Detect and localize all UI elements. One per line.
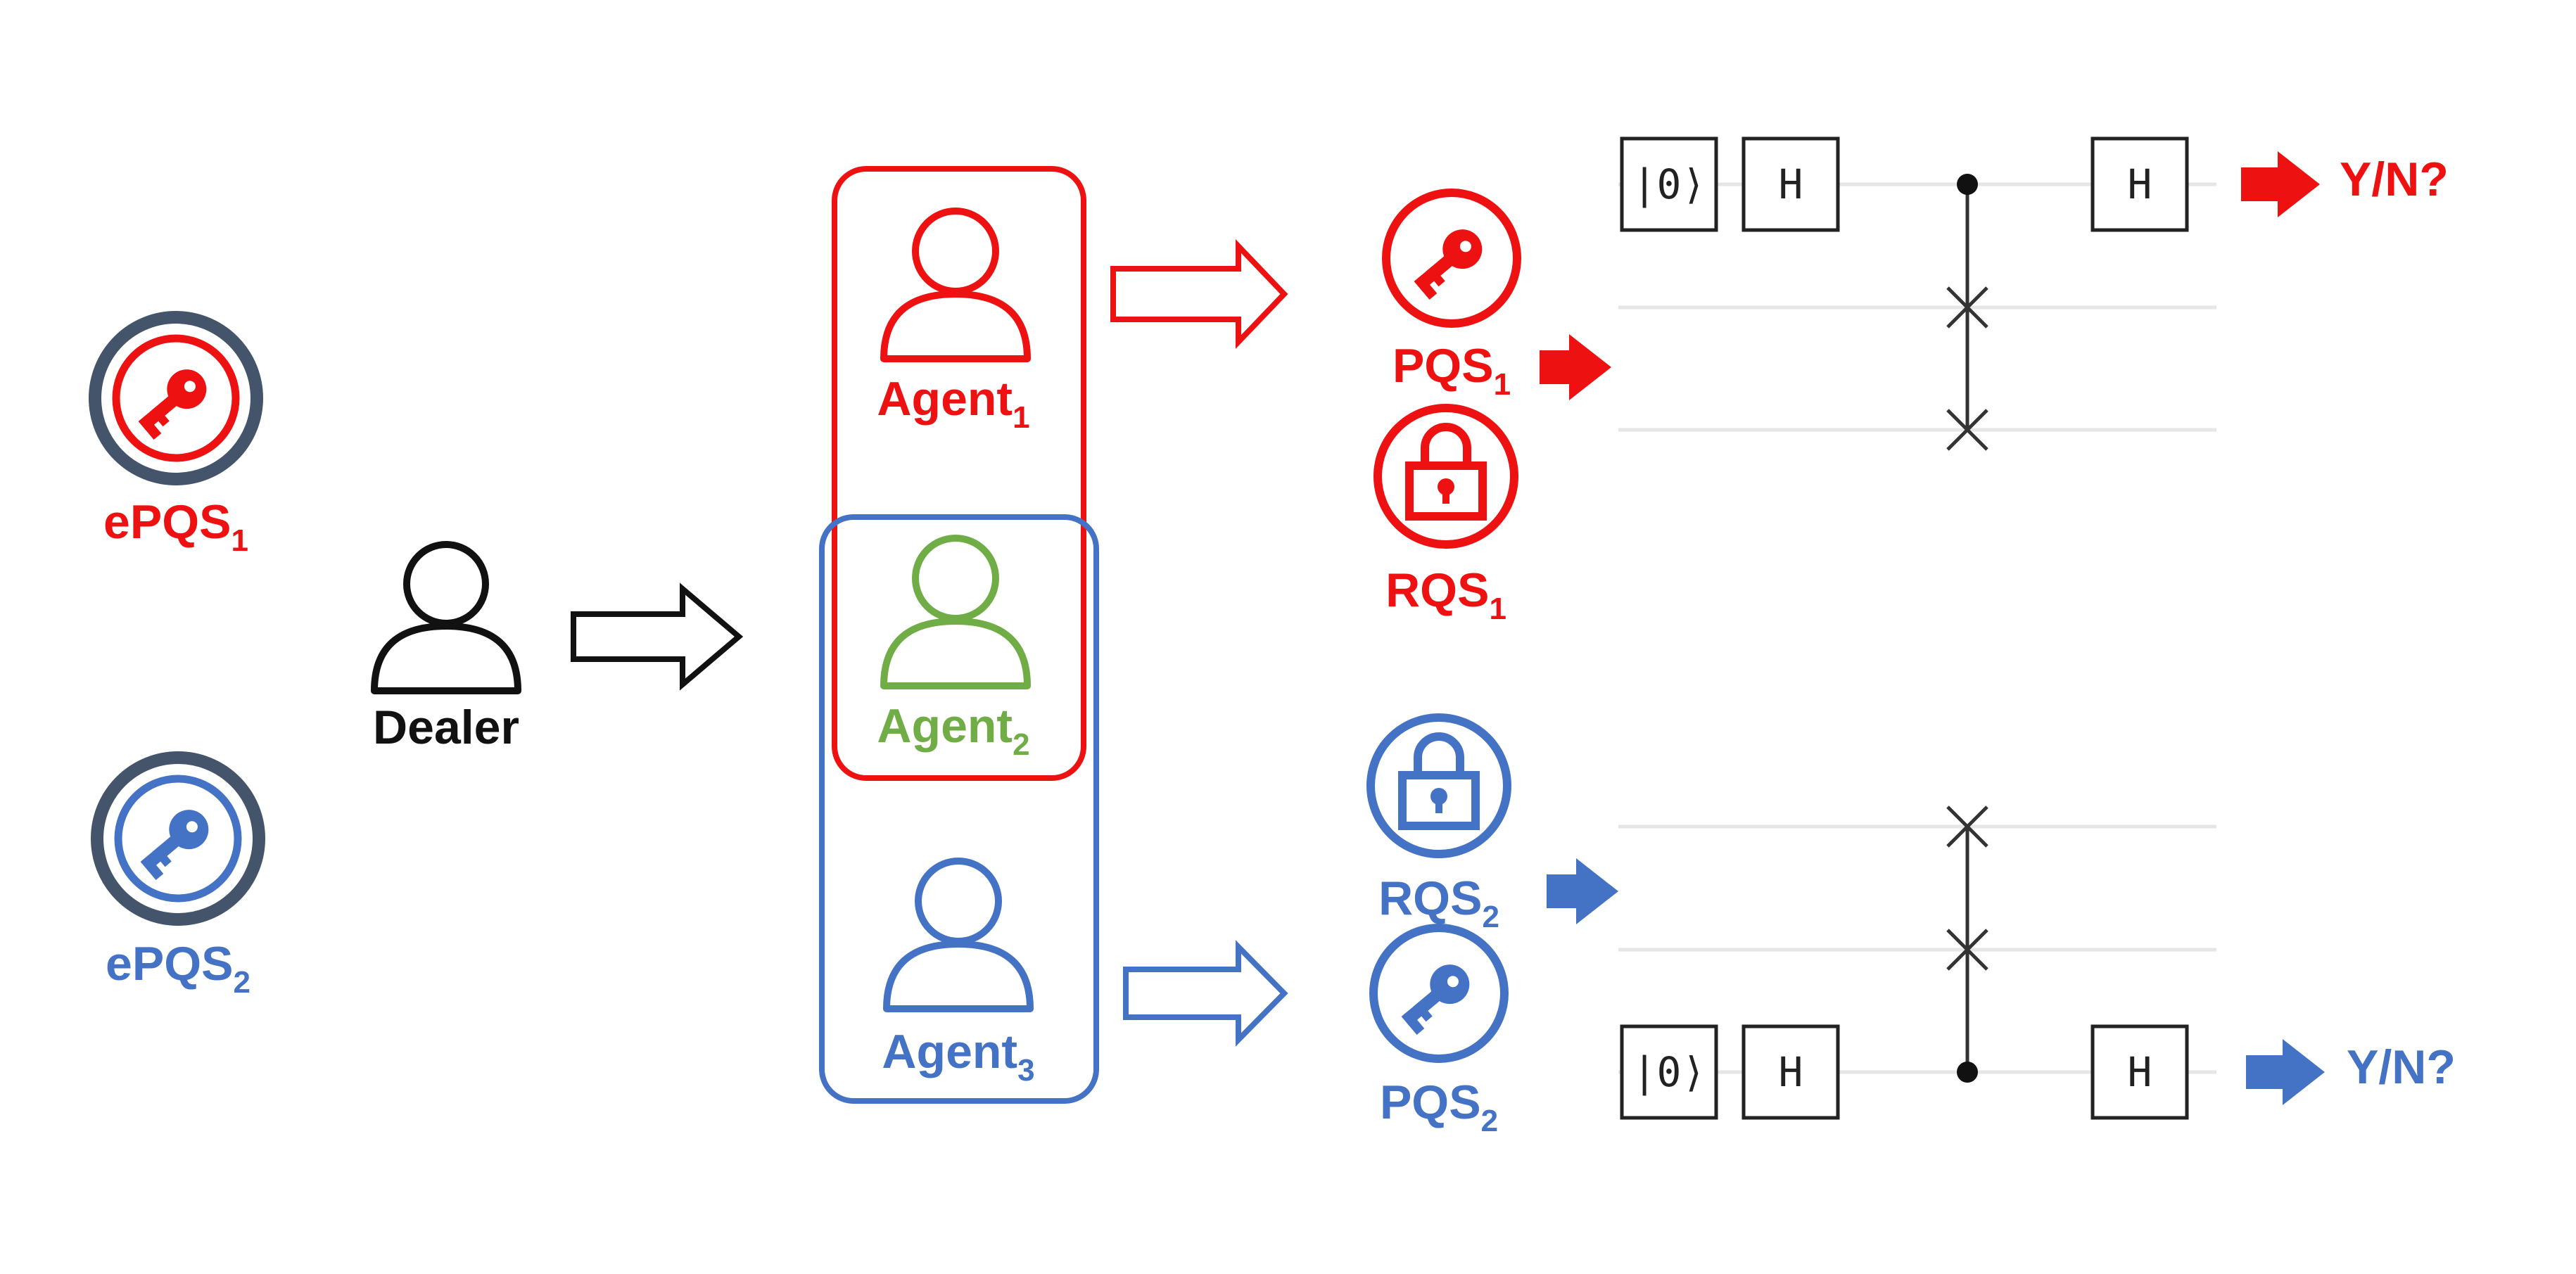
bottom-hadamard-gate-2 bbox=[2090, 1024, 2189, 1120]
dealer-label: Dealer bbox=[373, 701, 519, 754]
key-icon bbox=[140, 810, 209, 881]
svg-text:|0⟩: |0⟩ bbox=[1632, 160, 1706, 208]
rqs1-token bbox=[1373, 404, 1518, 549]
key-icon bbox=[1414, 229, 1483, 300]
epqs2-token bbox=[91, 751, 265, 926]
lock-icon bbox=[1405, 423, 1487, 521]
agent3-label: Agent3 bbox=[882, 1025, 1034, 1088]
bottom-hadamard-gate-1 bbox=[1741, 1024, 1840, 1120]
rqs2-token bbox=[1366, 713, 1511, 858]
bottom-result-label: Y/N? bbox=[2347, 1040, 2456, 1094]
bottom-swap-test-circuit: |0⟩ H H bbox=[1618, 805, 2216, 1120]
epqs1-label: ePQS1 bbox=[103, 495, 248, 558]
top-result-arrow-icon bbox=[2241, 151, 2320, 217]
group-agents-1-2-box bbox=[832, 166, 1086, 781]
agent3-person-icon bbox=[883, 858, 1034, 1012]
agent2-person-icon bbox=[880, 535, 1031, 689]
pqs1-label: PQS1 bbox=[1392, 339, 1511, 402]
pqs1-to-circuit-arrow-icon bbox=[1540, 334, 1611, 400]
agent1-person-icon bbox=[880, 208, 1031, 362]
pqs2-label: PQS2 bbox=[1380, 1076, 1498, 1138]
bottom-result-arrow-icon bbox=[2246, 1039, 2325, 1105]
dealer-to-agents-arrow-icon bbox=[571, 582, 744, 691]
rqs2-to-circuit-arrow-icon bbox=[1547, 858, 1618, 924]
svg-text:H: H bbox=[1779, 1048, 1803, 1096]
pqs2-token bbox=[1369, 924, 1509, 1063]
lock-icon bbox=[1398, 732, 1480, 830]
key-icon bbox=[1401, 964, 1470, 1036]
top-hadamard-gate-2 bbox=[2090, 136, 2189, 232]
swap-icon bbox=[1946, 286, 1988, 451]
epqs1-token bbox=[89, 311, 263, 485]
key-icon bbox=[138, 369, 207, 440]
rqs2-label: RQS2 bbox=[1378, 872, 1499, 934]
agent3-output-arrow-icon bbox=[1123, 940, 1288, 1047]
top-control-dot bbox=[1957, 174, 1978, 195]
top-ket0-gate bbox=[1620, 136, 1718, 232]
epqs2-label: ePQS2 bbox=[106, 937, 250, 1000]
bottom-control-dot bbox=[1957, 1062, 1978, 1083]
pqs1-token bbox=[1382, 189, 1521, 328]
top-hadamard-gate-1 bbox=[1741, 136, 1840, 232]
dealer-person-icon bbox=[371, 541, 521, 694]
top-swap-test-circuit: |0⟩ H H bbox=[1618, 136, 2216, 451]
top-result-label: Y/N? bbox=[2340, 153, 2449, 206]
agent2-label: Agent2 bbox=[877, 699, 1029, 762]
agent1-output-arrow-icon bbox=[1110, 239, 1288, 349]
bottom-ket0-gate bbox=[1620, 1024, 1718, 1120]
svg-text:H: H bbox=[1779, 160, 1803, 208]
svg-text:H: H bbox=[2128, 1048, 2152, 1096]
svg-text:|0⟩: |0⟩ bbox=[1632, 1048, 1706, 1096]
svg-text:H: H bbox=[2128, 160, 2152, 208]
agent1-label: Agent1 bbox=[877, 372, 1029, 435]
rqs1-label: RQS1 bbox=[1385, 563, 1506, 626]
group-agents-2-3-box bbox=[819, 514, 1099, 1104]
swap-icon bbox=[1946, 805, 1988, 971]
